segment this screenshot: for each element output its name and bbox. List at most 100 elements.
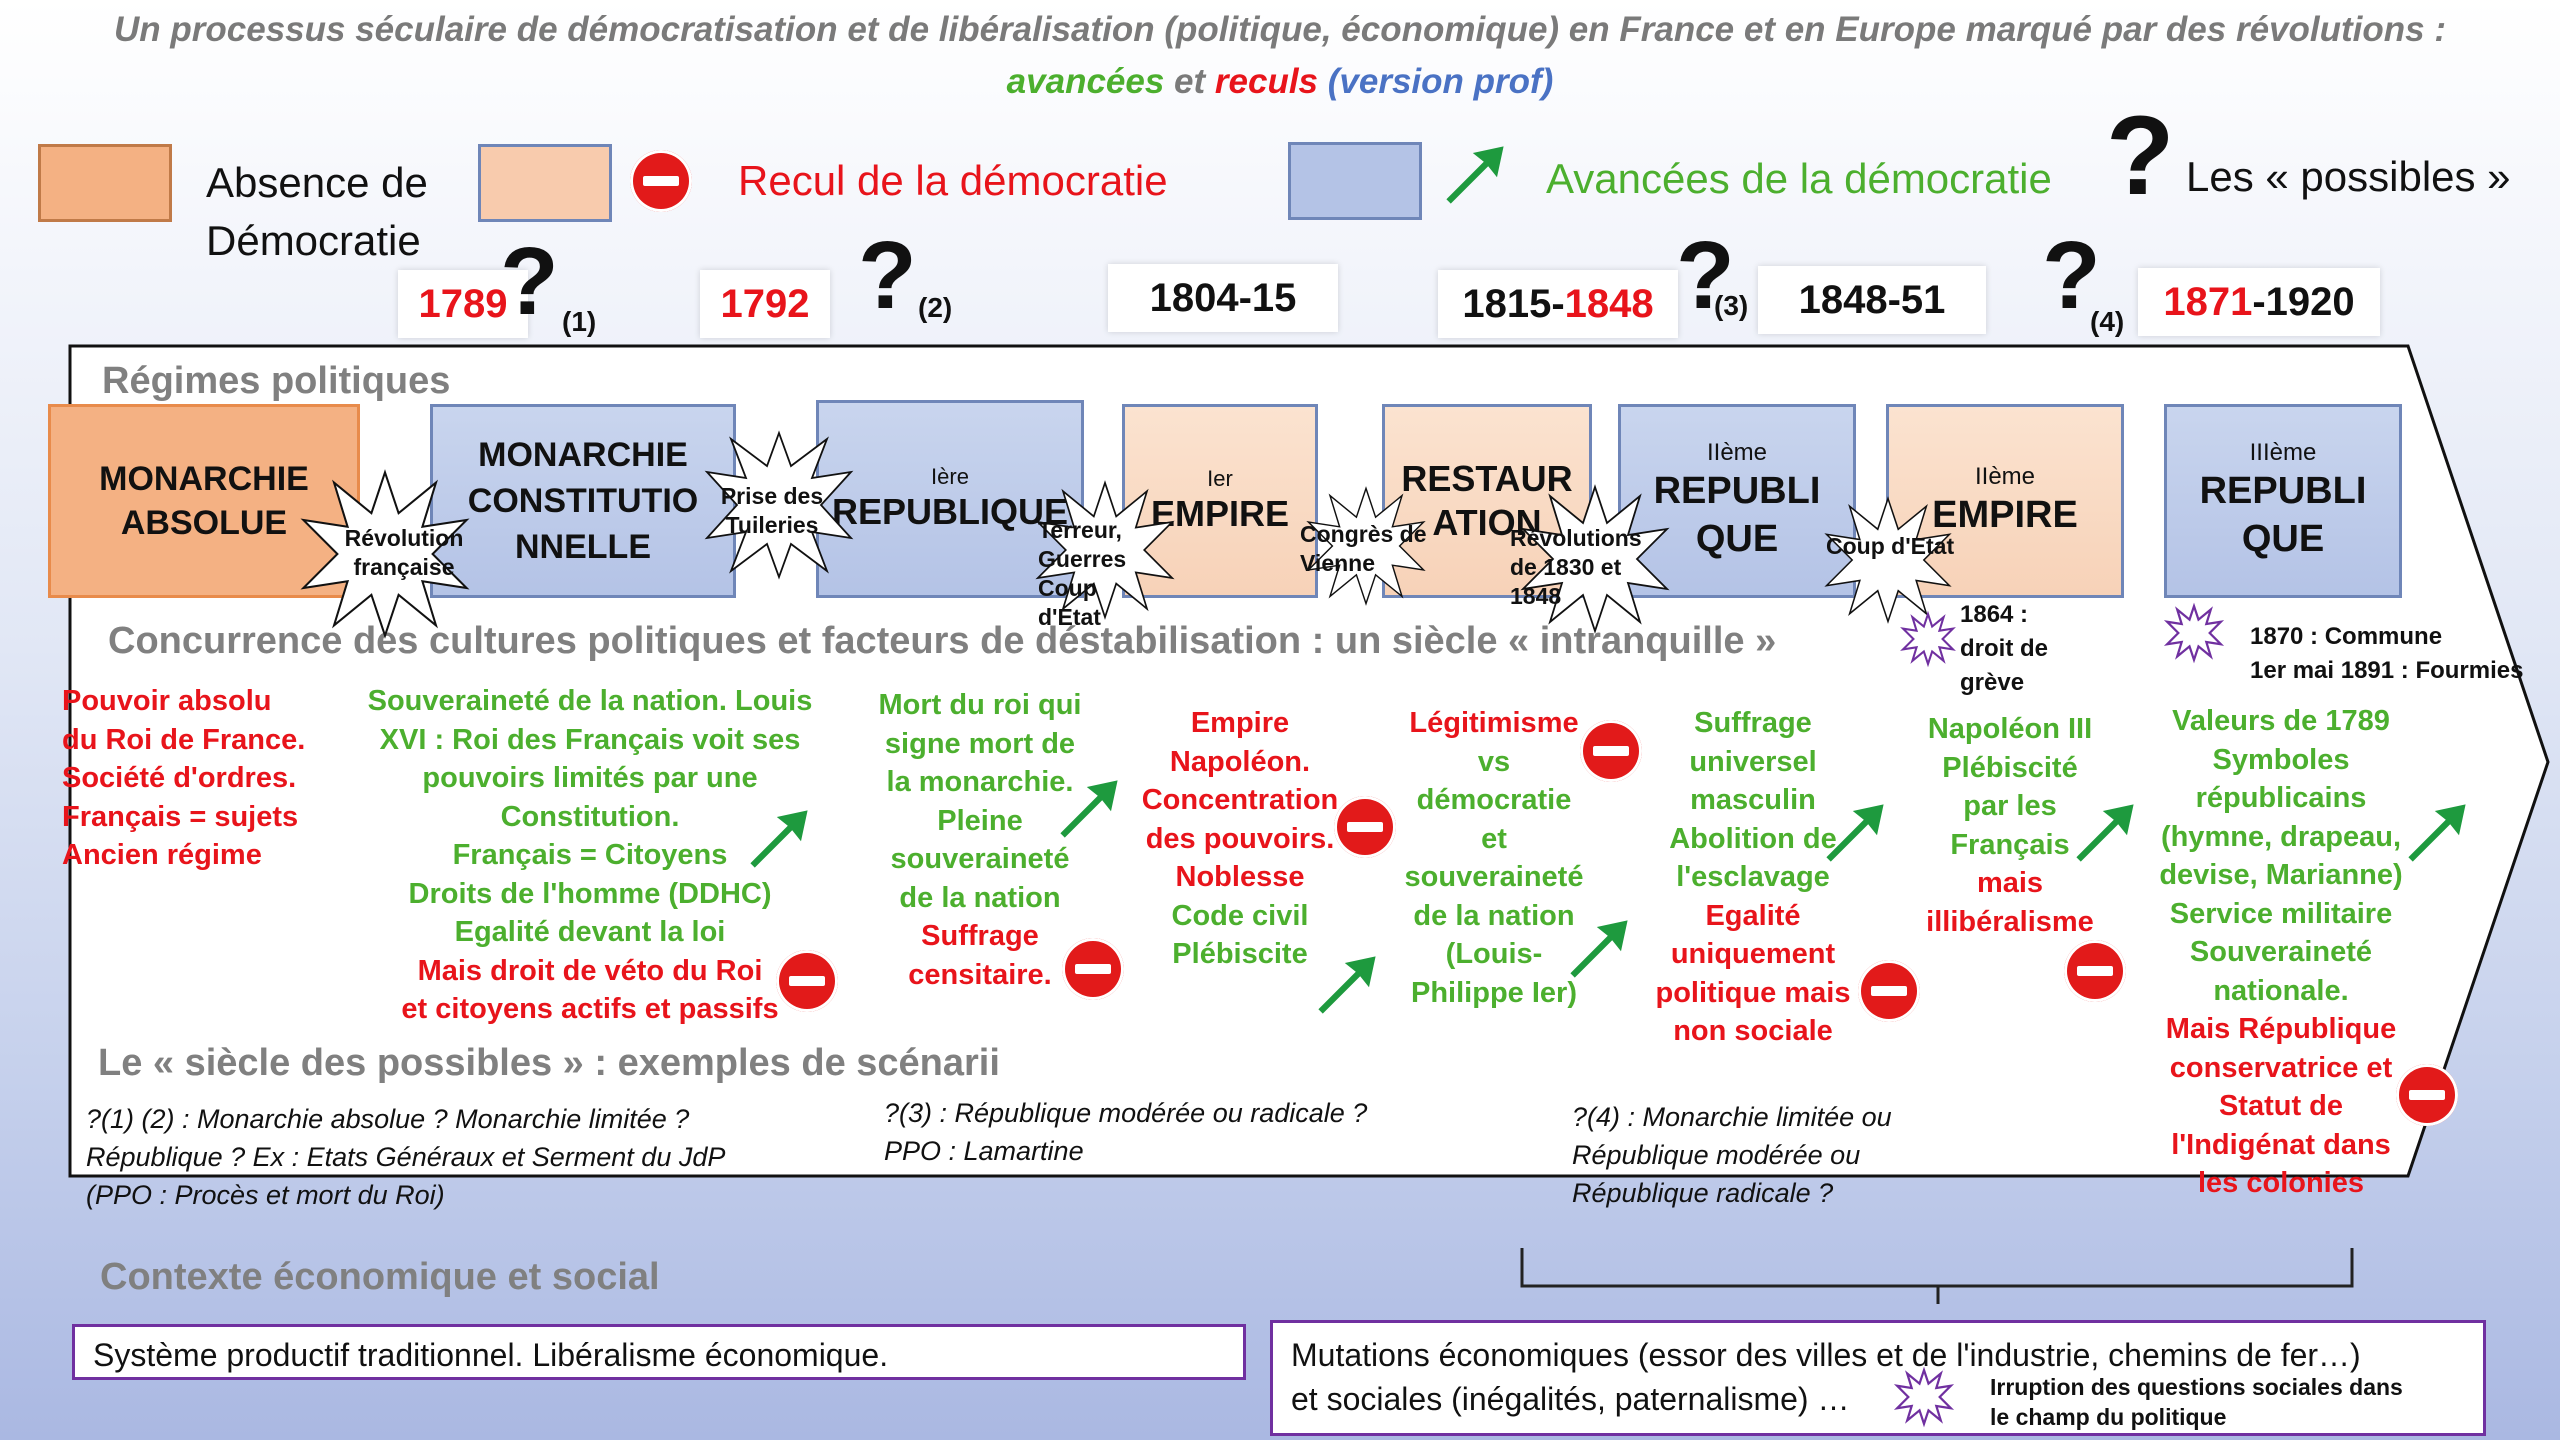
col-premiere-republique: Mort du roi qui signe mort de la monarch… <box>860 686 1100 994</box>
year-1792: 1792 <box>700 270 830 338</box>
purple-burst-icon <box>1900 610 1956 668</box>
col5-line: (Louis- <box>1445 938 1543 970</box>
col3-line: souveraineté <box>890 843 1070 875</box>
title-advances: avancées <box>1006 62 1165 101</box>
regime-label: REPUBLIQUE <box>831 491 1069 532</box>
legend-recul-label: Recul de la démocratie <box>738 157 1168 204</box>
regime-label: REPUBLI QUE <box>2199 470 2367 560</box>
col2-line: pouvoirs limités par une <box>422 762 758 794</box>
context-box2-line2: et sociales (inégalités, paternalisme) … <box>1291 1381 1850 1417</box>
scenario-line: République modérée ou <box>1572 1140 1861 1170</box>
col7-line: par les <box>1963 790 2057 822</box>
col4-line: Napoléon. <box>1169 745 1311 778</box>
year-1848-51-black: 1848-51 <box>1798 278 1946 322</box>
col-second-empire: Napoléon III Plébiscité par les Français… <box>1898 710 2122 941</box>
col-monarchie-absolue: Pouvoir absolu du Roi de France. Société… <box>62 682 348 875</box>
regime-label: EMPIRE <box>1150 493 1290 534</box>
no-entry-icon <box>630 150 692 212</box>
col3-line: de la nation <box>899 881 1061 914</box>
col6-line: Egalité <box>1705 899 1801 932</box>
legend-absence-line2: Démocratie <box>206 217 421 264</box>
year-1848-red: 1848 <box>1564 282 1654 326</box>
scenario-4: ?(4) : Monarchie limitée ou République m… <box>1572 1098 1892 1212</box>
legend-possibles-label: Les « possibles » <box>2186 153 2511 200</box>
question-num-1: (1) <box>562 306 597 337</box>
col8-line: conservatrice et <box>2169 1051 2393 1084</box>
context-box-mutations: Mutations économiques (essor des villes … <box>1270 1320 2486 1436</box>
col6-line: l'esclavage <box>1676 861 1830 893</box>
burst-terreur-label: Terreur, Guerres Coup d'Etat <box>1038 517 1127 630</box>
col-restauration: Légitimisme vs démocratie et souverainet… <box>1382 704 1606 1012</box>
year-1815-1848: 1815-1848 <box>1438 270 1678 338</box>
no-entry-icon <box>1334 796 1396 858</box>
scenario-line: ?(3) : République modérée ou radicale ? <box>884 1098 1368 1128</box>
col4-line: des pouvoirs. <box>1145 822 1335 855</box>
col1-line: Français = sujets <box>62 800 299 833</box>
year-1792-red: 1792 <box>720 282 810 326</box>
year-1815-black: 1815- <box>1462 282 1565 326</box>
burst-revolution-label: Révolution française <box>344 525 464 580</box>
col8-line: les colonies <box>2197 1167 2364 1199</box>
burst-terreur-shape <box>1035 480 1175 620</box>
up-arrow-icon <box>1826 804 1884 862</box>
context-box2-line1: Mutations économiques (essor des villes … <box>1291 1337 2361 1373</box>
col4-line: Code civil <box>1171 899 1309 932</box>
question-num-3: (3) <box>1714 290 1749 321</box>
regime-label: EMPIRE <box>1932 494 2078 536</box>
col2-line: Droits de l'homme (DDHC) <box>408 877 772 910</box>
col-monarchie-constitutionnelle: Souveraineté de la nation. Louis XVI : R… <box>360 682 820 1029</box>
col2-line: et citoyens actifs et passifs <box>401 993 779 1025</box>
col8-line: républicains <box>2195 782 2367 814</box>
legend-absence-line1: Absence de <box>206 159 428 206</box>
up-arrow-icon <box>2408 804 2466 862</box>
col7-line: Plébiscité <box>1942 751 2078 784</box>
regime-label: MONARCHIE ABSOLUE <box>99 460 309 542</box>
up-arrow-icon <box>1570 920 1628 978</box>
legend-recul-swatch <box>478 144 612 222</box>
question-mark-icon: ? <box>2106 93 2175 218</box>
col4-line: Noblesse <box>1175 861 1305 893</box>
page-title-line2: avancées et reculs (version prof) <box>0 56 2560 108</box>
no-entry-icon <box>2064 940 2126 1002</box>
burst-revolutions-shape <box>1520 484 1670 634</box>
col2-line: Français = Citoyens <box>452 839 728 871</box>
col6-line: Abolition de <box>1669 822 1837 855</box>
scenario-3: ?(3) : République modérée ou radicale ? … <box>884 1094 1367 1170</box>
question-mark-2: ? <box>858 222 917 329</box>
col2-line: Mais droit de véto du Roi <box>417 954 763 987</box>
col5-line: Légitimisme <box>1409 707 1579 739</box>
year-1871-red: 1871 <box>2163 280 2253 324</box>
col3-line: Suffrage <box>921 920 1039 952</box>
regime-sup: IIème <box>1706 439 1768 466</box>
section-possibles: Le « siècle des possibles » : exemples d… <box>98 1042 1000 1084</box>
burst-coup-shape <box>1824 496 1952 624</box>
col8-line: nationale. <box>2213 974 2349 1007</box>
legend-avancee-swatch <box>1288 142 1422 220</box>
regime-label: REPUBLI QUE <box>1653 470 1821 560</box>
col6-line: Suffrage <box>1694 707 1812 739</box>
burst-greve-label: 1864 : droit de grève <box>1960 601 2048 696</box>
question-mark-3: ? <box>1676 222 1735 329</box>
section-regimes: Régimes politiques <box>102 360 451 402</box>
burst-vienne-label: Congrès de Vienne <box>1300 521 1427 576</box>
col8-line: Mais République <box>2165 1013 2397 1045</box>
year-1804-15-black: 1804-15 <box>1149 276 1297 320</box>
col8-line: Symboles <box>2212 743 2350 776</box>
col4-line: Plébiscite <box>1172 938 1308 970</box>
col7-line: Français <box>1950 828 2070 861</box>
col3-line: censitaire. <box>908 958 1052 991</box>
burst-revolution-shape <box>300 469 470 639</box>
section-contexte: Contexte économique et social <box>100 1256 660 1298</box>
up-arrow-icon <box>1318 956 1376 1014</box>
year-1804-15: 1804-15 <box>1108 264 1338 332</box>
no-entry-icon <box>1062 938 1124 1000</box>
col8-line: l'Indigénat dans <box>2171 1128 2391 1161</box>
col5-line: démocratie <box>1416 784 1572 816</box>
regime-deuxieme-republique: IIème REPUBLI QUE <box>1618 404 1856 598</box>
col6-line: non sociale <box>1673 1015 1833 1047</box>
regime-monarchie-constitutionnelle: MONARCHIE CONSTITUTIO NNELLE <box>430 404 736 598</box>
col5-line: et <box>1481 822 1507 855</box>
year-1789: 1789 <box>398 270 528 338</box>
col5-line: Philippe Ier) <box>1411 976 1577 1009</box>
no-entry-icon <box>776 950 838 1012</box>
